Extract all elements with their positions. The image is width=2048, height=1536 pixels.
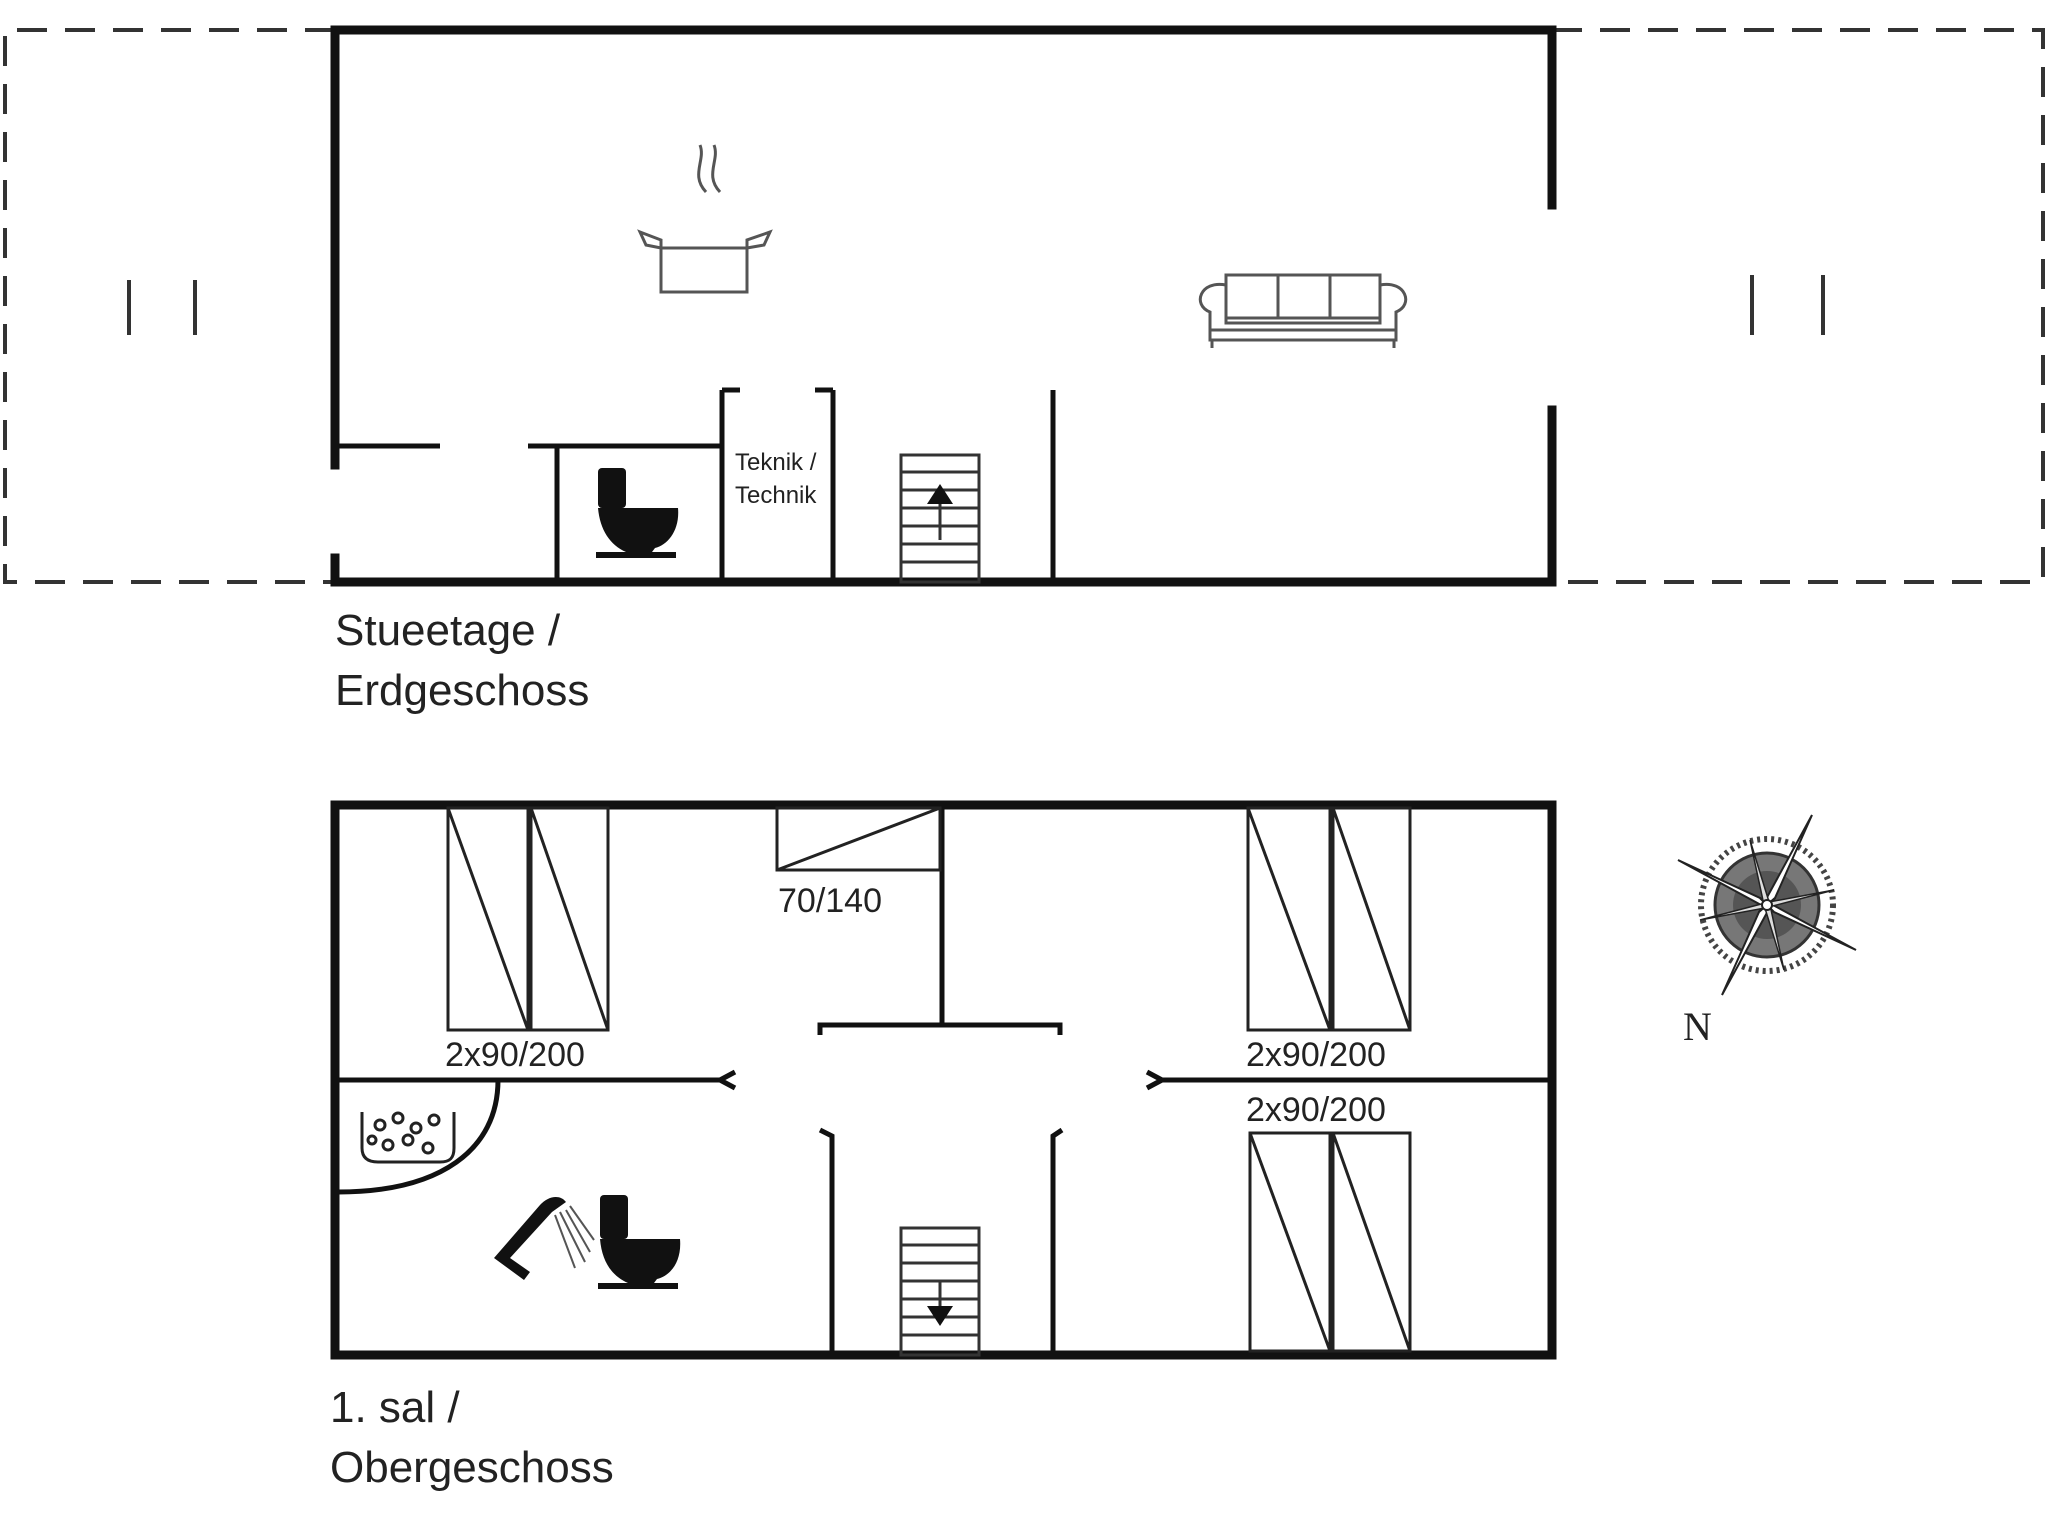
cooking-pot-icon: [637, 144, 773, 294]
bed-size-label: 2x90/200: [1246, 1091, 1386, 1129]
upper-floor-label-da: 1. sal /: [330, 1383, 460, 1432]
terrace-right: [1552, 28, 2045, 584]
staircase-down-icon: [899, 1226, 981, 1357]
terrace-markers: [127, 275, 1825, 335]
bed-right-top-2: [1331, 806, 1412, 1032]
shower-icon: [494, 1196, 595, 1280]
compass-rose-icon: [1677, 814, 1857, 996]
ground-floor: Teknik / Technik Stueetage / Erdgeschoss: [3, 25, 2045, 715]
ground-floor-label-de: Erdgeschoss: [335, 666, 589, 715]
room-label-teknik: Teknik /: [735, 449, 817, 476]
bed-right-bottom-2: [1331, 1131, 1412, 1353]
inner-walls: [335, 387, 1056, 582]
outer-walls: [330, 25, 1557, 587]
terrace-left: [3, 28, 335, 584]
compass-north-label: N: [1683, 1004, 1712, 1049]
toilet-icon: [596, 468, 679, 558]
room-label-technik: Technik: [735, 482, 817, 509]
bed-small: [775, 806, 942, 872]
bed-right-top-1: [1246, 806, 1332, 1032]
bed-size-label: 2x90/200: [1246, 1036, 1386, 1074]
jacuzzi-icon: [360, 1111, 456, 1164]
sofa-icon: [1198, 273, 1408, 348]
bed-size-label: 70/140: [778, 882, 882, 920]
upper-floor: 70/140 2x90/200 2x90/200 2x90/200: [330, 800, 1557, 1492]
upper-inner-walls: [335, 805, 1552, 1355]
bed-size-label: 2x90/200: [445, 1036, 585, 1074]
staircase-up-icon: [899, 453, 981, 584]
toilet-icon: [598, 1195, 681, 1289]
ground-floor-label-da: Stueetage /: [335, 606, 561, 655]
upper-floor-label-de: Obergeschoss: [330, 1443, 614, 1492]
bed-left-1: [446, 806, 530, 1032]
bed-left-2: [529, 806, 610, 1032]
bed-right-bottom-1: [1248, 1131, 1332, 1353]
